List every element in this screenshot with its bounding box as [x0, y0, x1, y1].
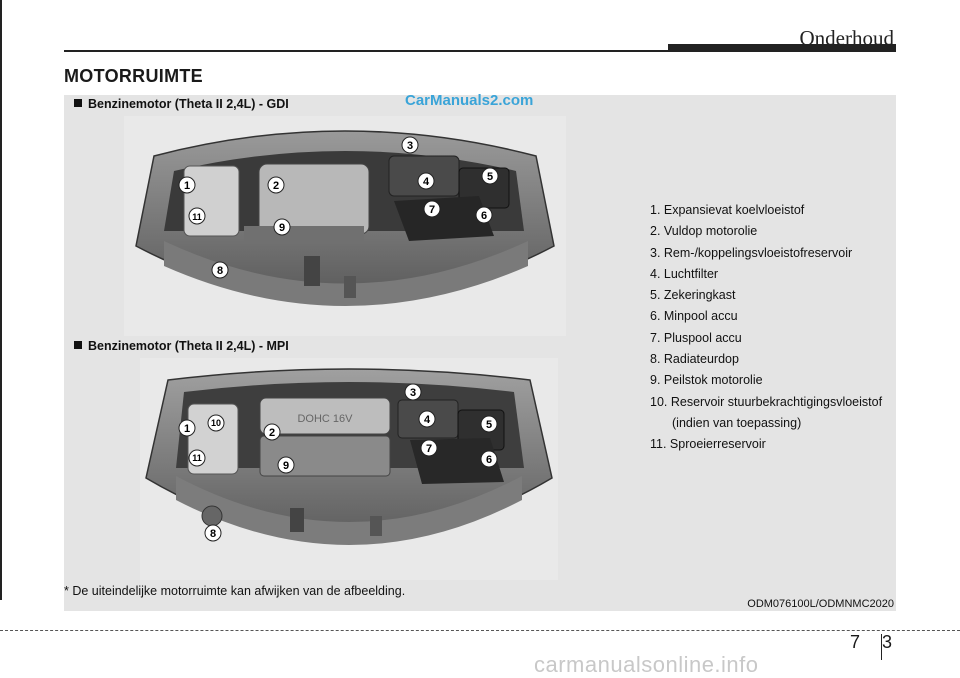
callout-mpi-1: 1: [178, 419, 196, 437]
watermark-text: CarManuals2.com: [405, 92, 534, 109]
engine-mpi-illustration: DOHC 16V: [140, 358, 558, 580]
page-number-divider: [881, 634, 882, 660]
svg-text:3: 3: [410, 387, 416, 399]
svg-text:7: 7: [429, 204, 435, 216]
legend-item: 7. Pluspool accu: [650, 330, 742, 345]
callout-mpi-6: 6: [480, 450, 498, 468]
site-watermark: carmanualsonline.info: [534, 652, 759, 677]
callout-mpi-11: 11: [188, 449, 206, 467]
page-number-value: 3: [881, 632, 892, 652]
legend-item: 9. Peilstok motorolie: [650, 373, 763, 388]
footnote: * De uiteindelijke motorruimte kan afwij…: [64, 584, 406, 598]
legend-item: 3. Rem-/koppelingsvloeistofreservoir: [650, 245, 853, 260]
svg-text:1: 1: [184, 423, 190, 435]
chapter-number: 7: [849, 632, 860, 652]
footer-rule: [0, 630, 960, 631]
image-code: ODM076100L/ODMNMC2020: [747, 598, 894, 610]
legend-item: 6. Minpool accu: [650, 309, 738, 324]
callout-mpi-7: 7: [420, 439, 438, 457]
svg-text:2: 2: [273, 180, 279, 192]
svg-text:11: 11: [192, 212, 202, 222]
callout-gdi-8: 8: [211, 261, 229, 279]
callout-mpi-2: 2: [263, 423, 281, 441]
svg-text:6: 6: [481, 210, 487, 222]
svg-text:11: 11: [192, 453, 202, 463]
callout-gdi-11: 11: [188, 207, 206, 225]
legend-item: 5. Zekeringkast: [650, 288, 736, 303]
engine-gdi-label: Benzinemotor (Theta II 2,4L) - GDI: [88, 97, 289, 111]
svg-text:6: 6: [486, 454, 492, 466]
callout-gdi-2: 2: [267, 176, 285, 194]
callout-mpi-5: 5: [480, 415, 498, 433]
callout-gdi-9: 9: [273, 218, 291, 236]
legend-item: 11. Sproeierreservoir: [650, 437, 766, 452]
legend-item-note: (indien van toepassing): [672, 415, 802, 430]
svg-text:9: 9: [283, 460, 289, 472]
svg-text:5: 5: [487, 171, 493, 183]
legend-item: 4. Luchtfilter: [650, 266, 719, 281]
engine-cover-text: DOHC 16V: [297, 413, 353, 425]
header-rule: [64, 50, 896, 52]
legend-item: 8. Radiateurdop: [650, 352, 739, 367]
page-edge-rule: [0, 0, 2, 600]
svg-text:8: 8: [217, 265, 223, 277]
svg-text:4: 4: [423, 176, 430, 188]
callout-gdi-1: 1: [178, 176, 196, 194]
callout-gdi-3: 3: [401, 136, 419, 154]
component-legend: 1. Expansievat koelvloeistof 2. Vuldop m…: [650, 200, 882, 456]
callout-gdi-6: 6: [475, 206, 493, 224]
svg-text:5: 5: [486, 419, 492, 431]
callout-mpi-8: 8: [204, 524, 222, 542]
legend-item: 10. Reservoir stuurbekrachtigingsvloeist…: [650, 394, 883, 409]
svg-text:2: 2: [269, 427, 275, 439]
svg-text:4: 4: [424, 414, 431, 426]
bullet-square-icon: [74, 99, 82, 107]
engine-gdi-illustration: [124, 116, 566, 336]
callout-gdi-4: 4: [417, 172, 435, 190]
svg-text:10: 10: [211, 418, 221, 428]
callout-mpi-4: 4: [418, 410, 436, 428]
legend-item: 1. Expansievat koelvloeistof: [650, 203, 805, 217]
callout-gdi-7: 7: [423, 200, 441, 218]
engine-mpi-heading: Benzinemotor (Theta II 2,4L) - MPI: [74, 339, 289, 353]
callout-mpi-3: 3: [404, 383, 422, 401]
svg-text:7: 7: [426, 443, 432, 455]
engine-mpi-label: Benzinemotor (Theta II 2,4L) - MPI: [88, 339, 289, 353]
section-title: MOTORRUIMTE: [64, 66, 203, 86]
header-accent-bar: [668, 44, 896, 52]
svg-text:8: 8: [210, 528, 216, 540]
legend-item: 2. Vuldop motorolie: [650, 224, 758, 239]
callout-mpi-10: 10: [207, 414, 225, 432]
bullet-square-icon: [74, 341, 82, 349]
callout-gdi-5: 5: [481, 167, 499, 185]
callout-mpi-9: 9: [277, 456, 295, 474]
svg-text:3: 3: [407, 140, 413, 152]
svg-text:9: 9: [279, 222, 285, 234]
engine-gdi-heading: Benzinemotor (Theta II 2,4L) - GDI: [74, 97, 289, 111]
svg-text:1: 1: [184, 180, 190, 192]
